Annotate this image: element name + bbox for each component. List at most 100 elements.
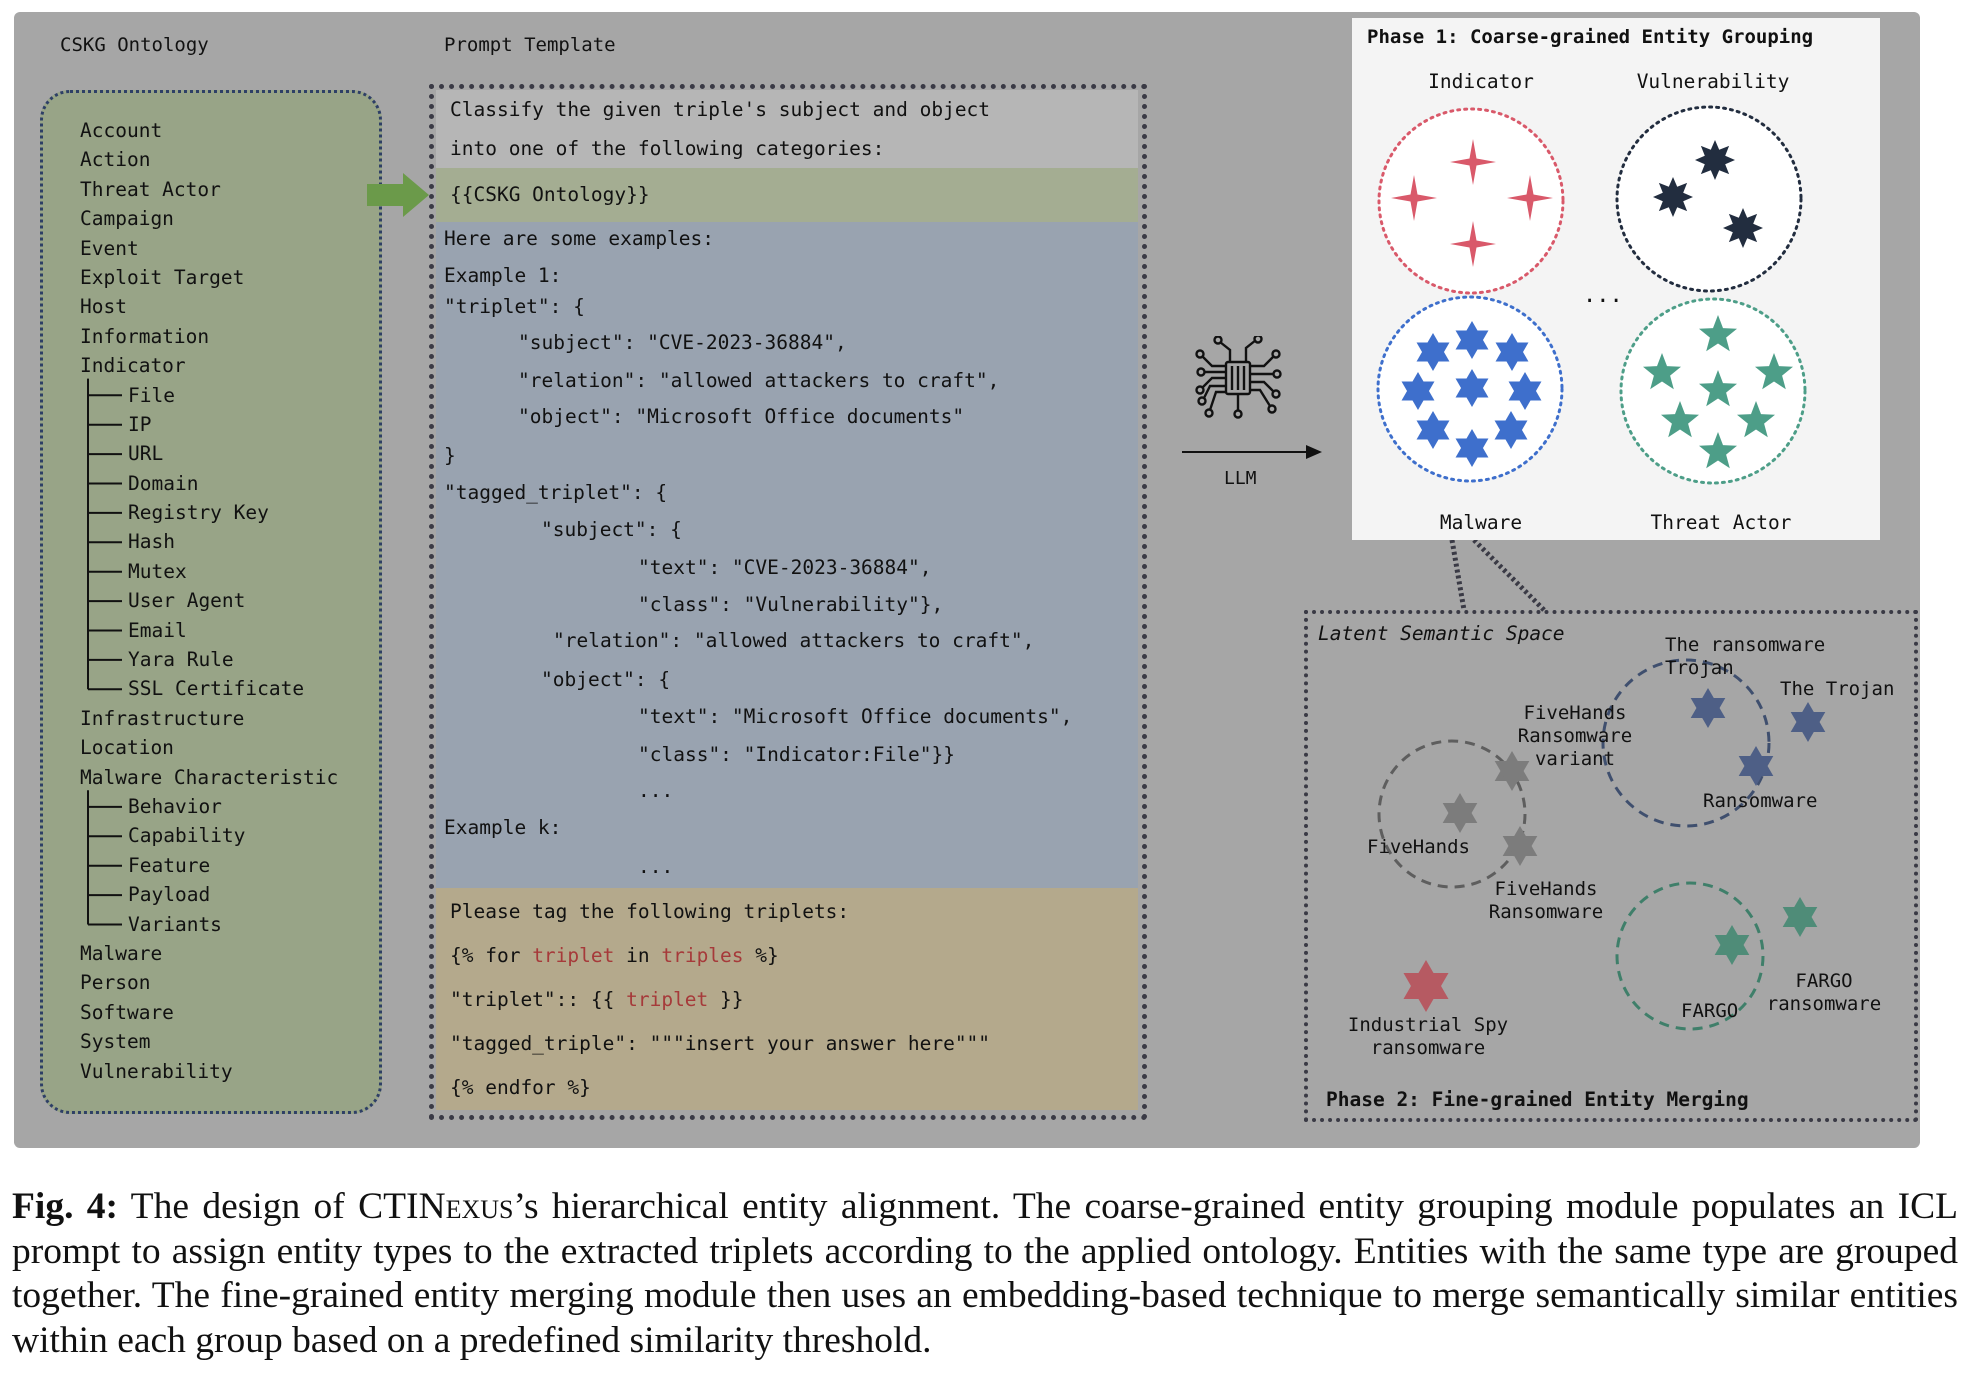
prompt-line: "object": { (541, 668, 671, 691)
prompt-line: "subject": "CVE-2023-36884", (518, 331, 847, 354)
ontology-tree-lines (87, 378, 122, 926)
entity-the-trojan: The Trojan (1780, 678, 1895, 700)
llm-chip-icon (1195, 336, 1282, 419)
ontology-subtype: Registry Key (128, 501, 269, 525)
ontology-type: Person (80, 971, 151, 995)
ontology-subtype: Behavior (128, 794, 222, 818)
prompt-intro-line1: Classify the given triple's subject and … (450, 98, 991, 121)
ontology-type: Location (80, 736, 174, 760)
llm-arrow (1182, 445, 1322, 459)
ontology-subtype: File (128, 383, 175, 407)
fivehands-entity-icon (1502, 826, 1538, 866)
ontology-type: Indicator (80, 354, 186, 378)
prompt-examples-header: Here are some examples: (444, 227, 715, 250)
fargo-entity-icon (1714, 925, 1750, 965)
prompt-line: } (444, 444, 456, 467)
ontology-subtype: IP (128, 412, 152, 436)
ontology-subtype: Payload (128, 883, 211, 907)
vulnerability-star-icon (1695, 140, 1735, 180)
entity-fivehands: FiveHands (1367, 836, 1470, 858)
prompt-tag-instruction: Please tag the following triplets: (450, 900, 850, 923)
ontology-subtype: Yara Rule (128, 648, 234, 672)
prompt-line: "triplet": { (444, 295, 585, 318)
ontology-subtype: Domain (128, 471, 199, 495)
group-circle (1615, 105, 1803, 293)
malware-star-icon (1416, 333, 1450, 371)
template-variable: triplet (626, 988, 709, 1011)
caption-text: ’s hierarchical entity alignment. The co… (12, 1186, 1958, 1361)
entity-the-ransomware-trojan: The ransomware Trojan (1665, 634, 1826, 679)
ransomware-entity-icon (1690, 688, 1726, 728)
ontology-subtype: Capability (128, 824, 246, 848)
malware-star-icon (1455, 429, 1489, 467)
fargo-entity-icon (1782, 897, 1818, 937)
ontology-subtype: URL (128, 442, 164, 466)
threat-actor-star-icon (1699, 432, 1737, 469)
prompt-line: "subject": { (541, 518, 682, 541)
figure-caption: Fig. 4: The design of CTINexus’s hierarc… (12, 1185, 1958, 1363)
phase1-groups-drawing (1376, 105, 1807, 485)
phase1-ellipsis: ... (1583, 283, 1623, 308)
ontology-type: Vulnerability (80, 1059, 233, 1083)
phase2-box (1304, 610, 1918, 1122)
group-label-malware: Malware (1439, 511, 1523, 534)
caption-label: Fig. 4: (12, 1186, 119, 1227)
prompt-line: "text": "Microsoft Office documents", (638, 705, 1073, 728)
ontology-title: CSKG Ontology (60, 34, 209, 56)
phase2-clusters-drawing (1377, 658, 1826, 1031)
latent-space-label: Latent Semantic Space (1318, 622, 1565, 645)
prompt-tagging-band (436, 888, 1138, 1110)
ontology-subtype: Hash (128, 530, 175, 554)
prompt-ontology-placeholder: {{CSKG Ontology}} (450, 183, 650, 206)
prompt-examples-band (436, 222, 1138, 888)
template-variable: triples (661, 944, 744, 967)
ontology-subtype: SSL Certificate (128, 677, 305, 701)
prompt-line: "class": "Vulnerability"}, (638, 593, 944, 616)
caption-text: The design of (118, 1186, 359, 1227)
ontology-subtype: Variants (128, 912, 222, 936)
ontology-type: Action (80, 148, 151, 172)
fivehands-entity-icon (1442, 793, 1478, 833)
entity-fargo-ransomware: FARGO ransomware (1766, 970, 1882, 1015)
prompt-ellipsis: ... (638, 779, 674, 802)
prompt-line: "tagged_triplet": { (444, 481, 668, 504)
prompt-triplet-line: "triplet":: {{ triplet }} (450, 988, 744, 1011)
threat-actor-star-icon (1699, 370, 1737, 407)
group-circle (1377, 107, 1565, 295)
ransomware-entity-icon (1738, 746, 1774, 786)
threat-actor-star-icon (1755, 353, 1793, 390)
indicator-star-icon (1507, 175, 1553, 221)
ontology-type: Campaign (80, 207, 174, 231)
industrial-spy-entity-icon (1403, 960, 1449, 1012)
vulnerability-star-icon (1723, 208, 1763, 248)
prompt-intro-band (436, 90, 1138, 168)
vulnerability-star-icon (1653, 177, 1693, 217)
ontology-type: Account (80, 119, 163, 142)
indicator-star-icon (1391, 175, 1437, 221)
threat-actor-star-icon (1737, 401, 1775, 438)
malware-star-icon (1495, 333, 1529, 371)
llm-label: LLM (1224, 468, 1257, 489)
ontology-to-prompt-arrow (367, 173, 429, 217)
malware-star-icon (1494, 411, 1528, 449)
cluster-ransomware (1601, 658, 1771, 828)
ontology-type: Malware (80, 941, 163, 965)
phase1-title: Phase 1: Coarse-grained Entity Grouping (1367, 26, 1814, 48)
entity-fargo: FARGO (1681, 1000, 1739, 1022)
indicator-star-icon (1450, 221, 1496, 267)
prompt-example1-label: Example 1: (444, 264, 562, 287)
prompt-loop-open: {% for triplet in triples %} (450, 944, 779, 967)
cluster-fivehands (1377, 739, 1527, 889)
ransomware-entity-icon (1790, 702, 1826, 742)
prompt-tagged-line: "tagged_triple": """insert your answer h… (450, 1032, 991, 1055)
ontology-type: Software (80, 1000, 174, 1024)
prompt-line: "relation": "allowed attackers to craft"… (553, 629, 1035, 652)
entity-industrial-spy: Industrial Spy ransomware (1347, 1014, 1509, 1059)
prompt-line: "relation": "allowed attackers to craft"… (518, 369, 1000, 392)
prompt-loop-close: {% endfor %} (450, 1076, 591, 1099)
prompt-ontology-band (436, 168, 1138, 222)
phase2-title: Phase 2: Fine-grained Entity Merging (1326, 1088, 1749, 1111)
ontology-type: Exploit Target (80, 265, 245, 289)
threat-actor-star-icon (1699, 315, 1737, 352)
